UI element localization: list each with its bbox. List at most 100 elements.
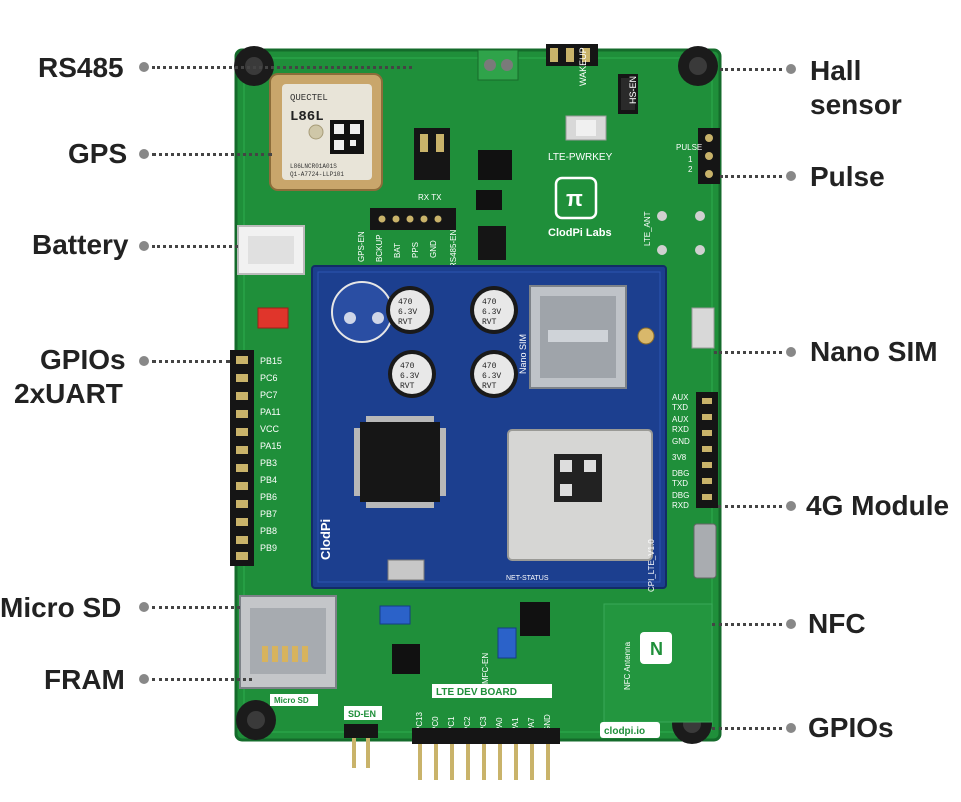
pin-label: PB3 [260,458,277,468]
leader-line [712,727,782,730]
leader-line [152,606,240,609]
label-4g-module: 4G Module [806,490,950,521]
label-rs485: RS485 [38,52,124,83]
svg-text:6.3V: 6.3V [400,372,419,381]
pin-label: PC6 [260,373,278,383]
nfc-antenna: N NFC Antenna [603,603,713,723]
pin-label: TXD [672,403,688,412]
svg-text:6.3V: 6.3V [482,308,501,317]
leader-line [152,66,412,69]
pin-label: PC2 [463,716,472,732]
rs485-rxtx-silk: RX TX [418,193,442,202]
bckup-silk: BCKUP [375,234,384,262]
leader-dot [139,674,149,684]
pin-label: PA15 [260,441,281,451]
pin-label: PB6 [260,492,277,502]
brand-silk: ClodPi Labs [548,227,612,239]
gps-code-2: Q1-A7724-LLP101 [290,171,344,178]
svg-text:π: π [566,186,583,211]
hall-sensor-header [618,74,638,114]
net-status-silk: NET-STATUS [506,575,549,582]
pulse-header [698,128,720,184]
pin-label: PA7 [527,717,536,732]
leader-line [714,351,782,354]
svg-text:470: 470 [482,298,497,307]
pps-silk: PPS [411,242,420,258]
svg-text:470: 470 [482,362,497,371]
right-pin-header [696,392,718,508]
label-hall: Hall [810,55,862,86]
ic-top [478,150,512,180]
hs-en-silk: HS-EN [628,76,638,104]
svg-text:RVT: RVT [482,382,497,391]
leader-dot [786,347,796,357]
pin-label: GND [672,437,690,446]
pin-label: AUX [672,415,689,424]
svg-text:470: 470 [400,362,415,371]
pin-label: DBG [672,491,689,500]
pin-label: PA11 [260,407,281,417]
pin-label: PC7 [260,390,278,400]
micro-usb [693,523,717,579]
ic-bottom [520,602,550,636]
label-battery: Battery [32,229,129,260]
label-sensor: sensor [810,89,902,120]
lte-module [507,429,653,561]
micro-sd-silk: Micro SD [274,696,309,705]
leader-dot [786,501,796,511]
svg-text:470: 470 [398,298,413,307]
pin-label: PC13 [415,711,424,732]
blue-jumper-2 [497,627,517,659]
leader-dot [139,241,149,251]
capacitor-3: 470 6.3V RVT [388,350,436,398]
pin-label: PB8 [260,526,277,536]
pin-label: DBG [672,469,689,478]
capacitor-4: 470 6.3V RVT [470,350,518,398]
svg-text:N: N [650,639,663,659]
top-header [546,44,598,66]
pin-label: 3V8 [672,453,687,462]
leader-dot [786,171,796,181]
leader-dot [786,723,796,733]
pin-label: PB15 [260,356,282,366]
lte-ant-silk: LTE_ANT [643,211,652,246]
micro-sd-slot [239,595,337,689]
leader-line [152,153,272,156]
gps-brand: QUECTEL [290,93,328,103]
gps-en-silk: GPS-EN [357,231,366,262]
shield-brand: ClodPi [318,519,333,560]
nano-sim-slot [529,285,627,389]
leader-dot [786,64,796,74]
mcu-chip [354,416,446,508]
pin-label: VCC [260,424,280,434]
label-gpios: GPIOs [40,344,126,375]
website-silk: clodpi.io [604,726,645,737]
capacitor-1: 470 6.3V RVT [386,286,434,334]
mounting-hole-bl [236,700,276,740]
leader-line [720,175,782,178]
nano-sim-silk: Nano SIM [518,334,528,374]
battery-connector [237,225,305,275]
gps-ufl-connector [637,327,655,345]
svg-text:RVT: RVT [400,382,415,391]
gps-code-1: L86LNCR01A01S [290,163,337,170]
pin-label: PB9 [260,543,277,553]
leader-dot [139,602,149,612]
clodpi-logo: π ClodPi Labs [548,176,612,239]
blue-jumper-1 [379,605,411,625]
pin-label: GND [543,714,552,732]
pin-label: PB7 [260,509,277,519]
pulse-silk-label: PULSE [676,143,702,152]
svg-text:6.3V: 6.3V [398,308,417,317]
nfc-antenna-silk: NFC Antenna [623,641,632,690]
left-pin-labels: PB15 PC6 PC7 PA11 VCC PA15 PB3 PB4 PB6 P… [260,356,282,553]
leader-line [152,678,252,681]
leader-line [152,360,230,363]
svg-text:6.3V: 6.3V [482,372,501,381]
pin-label: AUX [672,393,689,402]
gps-jumper-header [414,128,450,180]
leader-line [712,623,782,626]
leader-line [718,505,782,508]
pulse-silk-pin1: 1 [688,155,693,164]
svg-text:RVT: RVT [482,318,497,327]
